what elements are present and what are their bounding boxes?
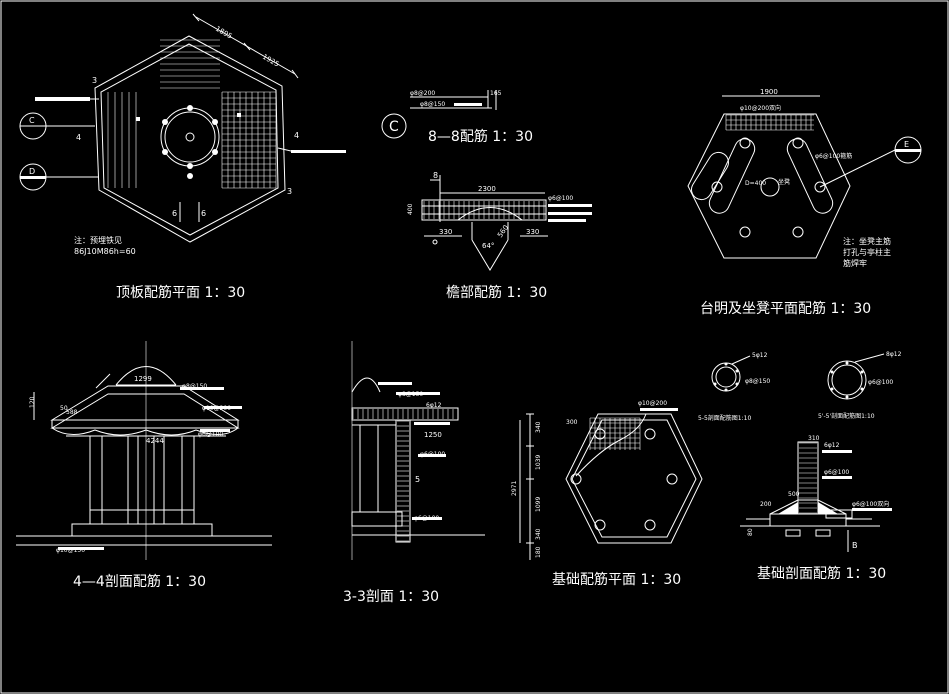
section-8-8: φ8@200 φ8@150 165 C 8—8配筋 1：30 [381,90,533,145]
tag-5-5p-a: 8φ12 [886,351,902,358]
seat-tag-stirrup: φ6@100箍筋 [815,152,852,160]
marker-5: 5 [415,475,420,484]
tag-3-3-a: φ8@150 [398,391,423,398]
seat-tag-top: φ10@200双向 [740,104,781,112]
foundation-plan: 340 1039 1099 340 180 2971 φ10@200 300 基… [511,400,703,588]
foundation-plan-title: 基础配筋平面 1：30 [552,571,681,588]
tag-4-4-c: φ6@100 [198,431,223,438]
dim-310: 310 [808,435,820,442]
dim-fsec-80: 80 [747,528,754,536]
tag-8-8-1: φ8@200 [410,90,435,97]
marker-6a: 6 [172,209,177,218]
marker-c-2: C [389,119,399,135]
foundation-section-title: 基础剖面配筋 1：30 [757,565,886,582]
section-4-4: 1299 4244 φ10@150 120 50 588 φ8@150 φ10@… [16,341,272,590]
eave-title: 檐部配筋 1：30 [446,284,547,301]
dim-50: 50 [60,405,68,412]
dim-2300: 2300 [478,185,496,193]
tag-fsec-c: φ6@100双向 [852,500,889,508]
roof-plan-title: 顶板配筋平面 1：30 [116,284,245,301]
seat-note-3: 筋焊牢 [843,258,867,268]
eave-detail: 8 2300 330 330 64° 560 400 φ6@100 檐部配筋 1… [407,171,592,301]
dim-1925: 1925 [261,53,280,69]
marker-6b: 6 [201,209,206,218]
dim-1039: 1039 [535,455,542,470]
dim-588: 588 [66,409,78,416]
tag-found-plan: φ10@200 [638,400,667,407]
roof-slab-plan: 1895 1925 C D 3 4 4 3 6 6 注：预埋铁见 86J10M8… [19,13,346,301]
eave-marker-8: 8 [433,171,438,180]
foundation-section: 310 6φ12 φ6@100 φ6@100双向 500 200 80 B 基础… [740,435,892,582]
seat-note-1: 注：坐凳主筋 [843,236,891,246]
tag-5-5-b: φ8@150 [745,378,770,385]
dim-340-bot: 340 [535,528,542,540]
tag-3-3-b: 6φ12 [426,402,442,409]
tag-8-8-2: φ8@150 [420,101,445,108]
seat-note-2: 打孔与亭柱主 [843,247,891,257]
marker-d: D [29,167,35,176]
dim-1099: 1099 [535,497,542,512]
dim-330-left: 330 [439,228,452,236]
dim-4244: 4244 [146,437,164,445]
dim-64: 64° [482,242,494,250]
marker-3-top: 3 [92,76,97,85]
tag-5-5-a: 5φ12 [752,352,768,359]
tag-3-3-d: φ6@100 [414,515,439,522]
roof-note-2: 86J10M86h=60 [74,247,136,256]
section-5-5-details: 5φ12 φ8@150 5-5剖面配筋图1:10 8φ12 φ6@100 5'-… [698,351,902,422]
eave-tag-1: φ6@100 [548,195,573,202]
dim-340-top: 340 [535,421,542,433]
tag-4-4-bottom: φ10@150 [56,547,85,554]
section-4-4-title: 4—4剖面配筋 1：30 [73,573,206,590]
section-5-5-title: 5-5剖面配筋图1:10 [698,414,751,422]
marker-c: C [29,116,35,125]
seat-d400: D=400 [745,180,766,187]
tag-4-4-b: φ10@200 [202,405,231,412]
marker-e: E [904,140,909,149]
section-3-3: φ8@150 6φ12 1250 φ6@100 φ6@100 5 3-3剖面 1… [343,341,485,605]
section-3-3-title: 3-3剖面 1：30 [343,589,439,605]
dim-found-top: 300 [566,419,578,426]
platform-seat-plan: 1900 φ10@200双向 D=400 坐凳 φ6@100箍筋 E 注：坐凳主… [687,88,922,317]
dim-1895: 1895 [214,25,233,41]
marker-4-left: 4 [76,133,81,142]
marker-c-circle-2 [381,113,407,139]
tag-5-5p-b: φ6@100 [868,379,893,386]
dim-330-right: 330 [526,228,539,236]
dim-2971: 2971 [511,481,518,496]
marker-3-right: 3 [287,187,292,196]
section-8-8-title: 8—8配筋 1：30 [428,128,533,145]
marker-4-right: 4 [294,131,299,140]
dim-120: 120 [29,396,36,408]
marker-b: B [852,541,858,550]
dim-1250: 1250 [424,431,442,439]
tag-3-3-c: φ6@100 [420,451,445,458]
roof-note-1: 注：预埋铁见 [74,235,122,245]
dim-fsec-500: 500 [788,491,800,498]
tag-fsec-a: 6φ12 [824,442,840,449]
dim-400: 400 [407,203,414,215]
dim-fsec-left: 200 [760,501,772,508]
tag-4-4-a: φ8@150 [182,383,207,390]
dim-1900: 1900 [760,88,778,96]
dim-8-8-a: 165 [490,90,502,97]
section-5-5p-title: 5'-5'剖面配筋图1:10 [818,412,875,420]
platform-seat-title: 台明及坐凳平面配筋 1：30 [700,300,871,317]
seat-label: 坐凳 [778,178,790,186]
tag-fsec-b: φ6@100 [824,469,849,476]
dim-180: 180 [535,546,542,558]
dim-1299: 1299 [134,375,152,383]
label-bar [35,97,90,101]
